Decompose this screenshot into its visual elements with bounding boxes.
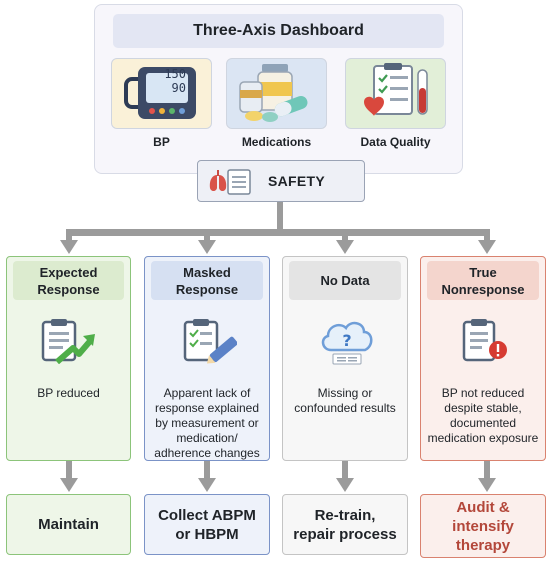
medication-pills-icon (239, 64, 308, 122)
blood-pressure-monitor-icon (124, 67, 196, 119)
bp-reading-systolic: 150 (164, 67, 186, 81)
clipboard-trend-up-icon (41, 319, 95, 364)
true-nonresponse-text: BP not reduced despite stable, documente… (427, 386, 539, 445)
bp-reading-diastolic: 90 (171, 81, 186, 95)
bp-axis-label: BP (153, 135, 170, 149)
lungs-and-report-icon (209, 169, 251, 195)
no-data-header: No Data (289, 261, 401, 300)
data-quality-checklist-icon (364, 63, 428, 116)
medications-axis-label: Medications (241, 135, 312, 149)
no-data-text: Missing or confounded results (294, 386, 396, 415)
cloud-question-icon: ? (321, 321, 373, 365)
safety-box: SAFETY (197, 160, 365, 202)
dashboard-title: Three-Axis Dashboard (113, 14, 444, 48)
clipboard-alert-icon (462, 319, 507, 362)
masked-response-text: Apparent lack of response explained by m… (154, 386, 260, 460)
safety-label: SAFETY (268, 173, 326, 189)
clipboard-pencil-icon (183, 319, 237, 364)
expected-response-text: BP reduced (37, 386, 100, 400)
maintain-result: Maintain (6, 494, 131, 555)
data-quality-axis-label: Data Quality (360, 135, 431, 149)
retrain-repair-result: Re-train,repair process (282, 494, 408, 555)
svg-text:?: ? (342, 331, 351, 350)
